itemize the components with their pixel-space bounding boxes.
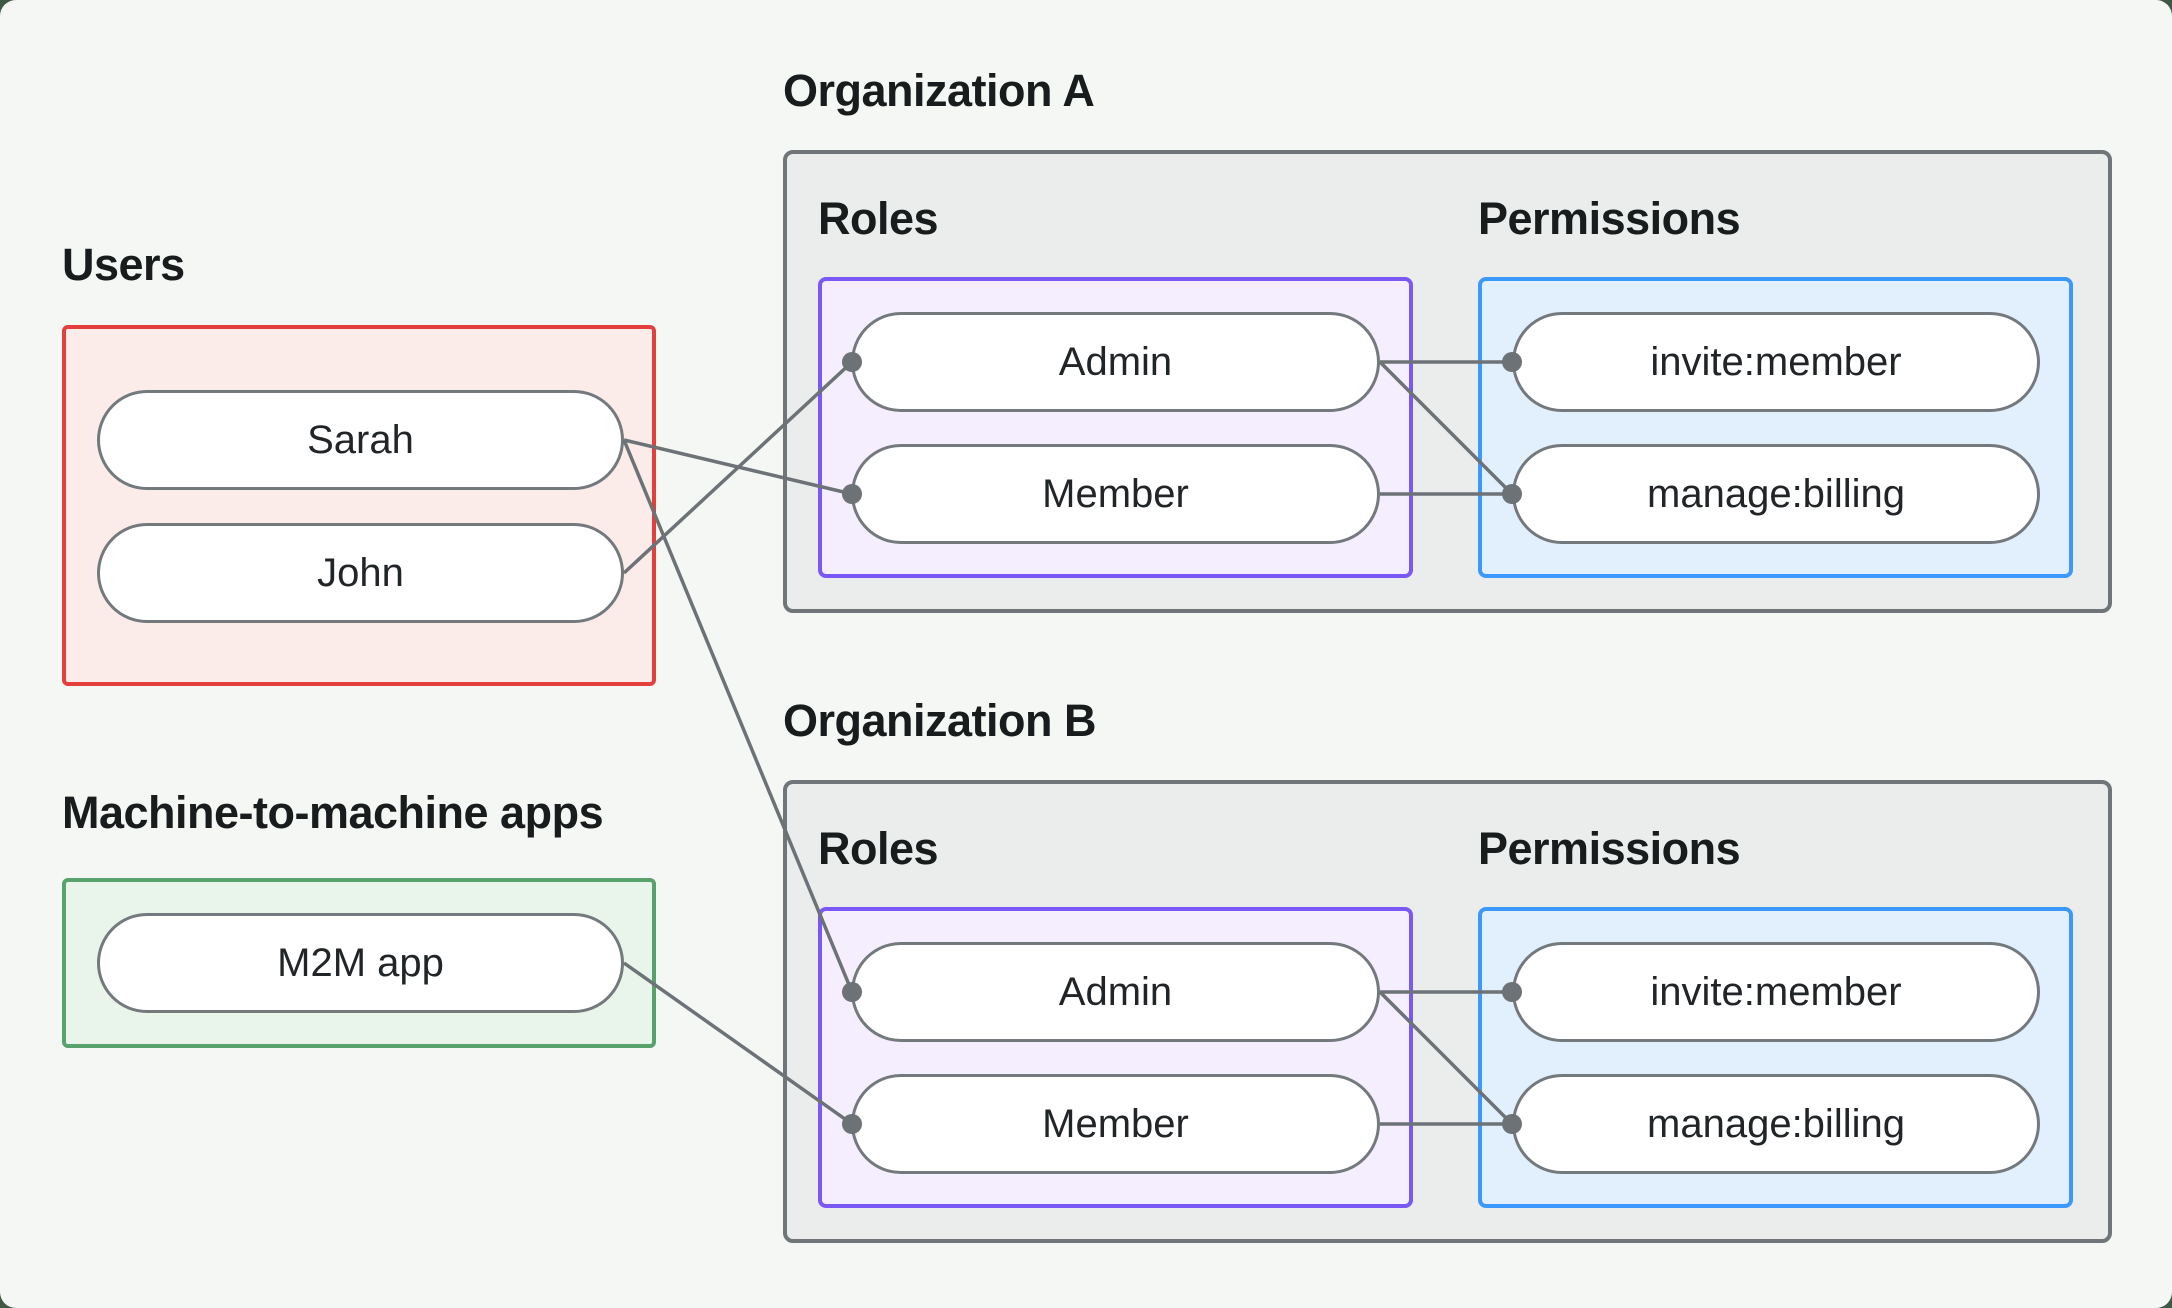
org-b-permission-invite-member: invite:member bbox=[1512, 942, 2040, 1042]
m2m-app-node-label: M2M app bbox=[277, 940, 444, 985]
org-b-permission-invite-member-label: invite:member bbox=[1650, 969, 1902, 1014]
org-a-title: Organization A bbox=[783, 65, 1095, 116]
org-b-role-admin: Admin bbox=[851, 942, 1380, 1042]
org-b-roles-label: Roles bbox=[818, 823, 939, 874]
org-a-permission-manage-billing-label: manage:billing bbox=[1647, 471, 1905, 516]
m2m-app-node: M2M app bbox=[97, 913, 624, 1013]
org-a-roles-label: Roles bbox=[818, 193, 939, 244]
org-b-permission-manage-billing: manage:billing bbox=[1512, 1074, 2040, 1174]
org-a-role-admin-label: Admin bbox=[1058, 339, 1173, 384]
org-b-permission-manage-billing-label: manage:billing bbox=[1647, 1101, 1905, 1146]
user-node-john-label: John bbox=[317, 550, 404, 595]
org-b-title: Organization B bbox=[783, 695, 1097, 746]
org-a-permissions-label: Permissions bbox=[1478, 193, 1741, 244]
org-a-permission-invite-member: invite:member bbox=[1512, 312, 2040, 412]
org-b-role-member: Member bbox=[851, 1074, 1380, 1174]
m2m-section-label: Machine-to-machine apps bbox=[62, 787, 604, 838]
user-node-sarah-label: Sarah bbox=[307, 417, 414, 462]
org-a-role-admin: Admin bbox=[851, 312, 1380, 412]
org-b-permissions-label: Permissions bbox=[1478, 823, 1741, 874]
org-b-role-admin-label: Admin bbox=[1058, 969, 1173, 1014]
users-group-box bbox=[62, 325, 656, 686]
org-a-role-member: Member bbox=[851, 444, 1380, 544]
org-a-role-member-label: Member bbox=[1042, 471, 1189, 516]
user-node-john: John bbox=[97, 523, 624, 623]
users-section-label: Users bbox=[62, 239, 185, 290]
org-a-permission-manage-billing: manage:billing bbox=[1512, 444, 2040, 544]
org-a-permission-invite-member-label: invite:member bbox=[1650, 339, 1902, 384]
org-b-role-member-label: Member bbox=[1042, 1101, 1189, 1146]
user-node-sarah: Sarah bbox=[97, 390, 624, 490]
